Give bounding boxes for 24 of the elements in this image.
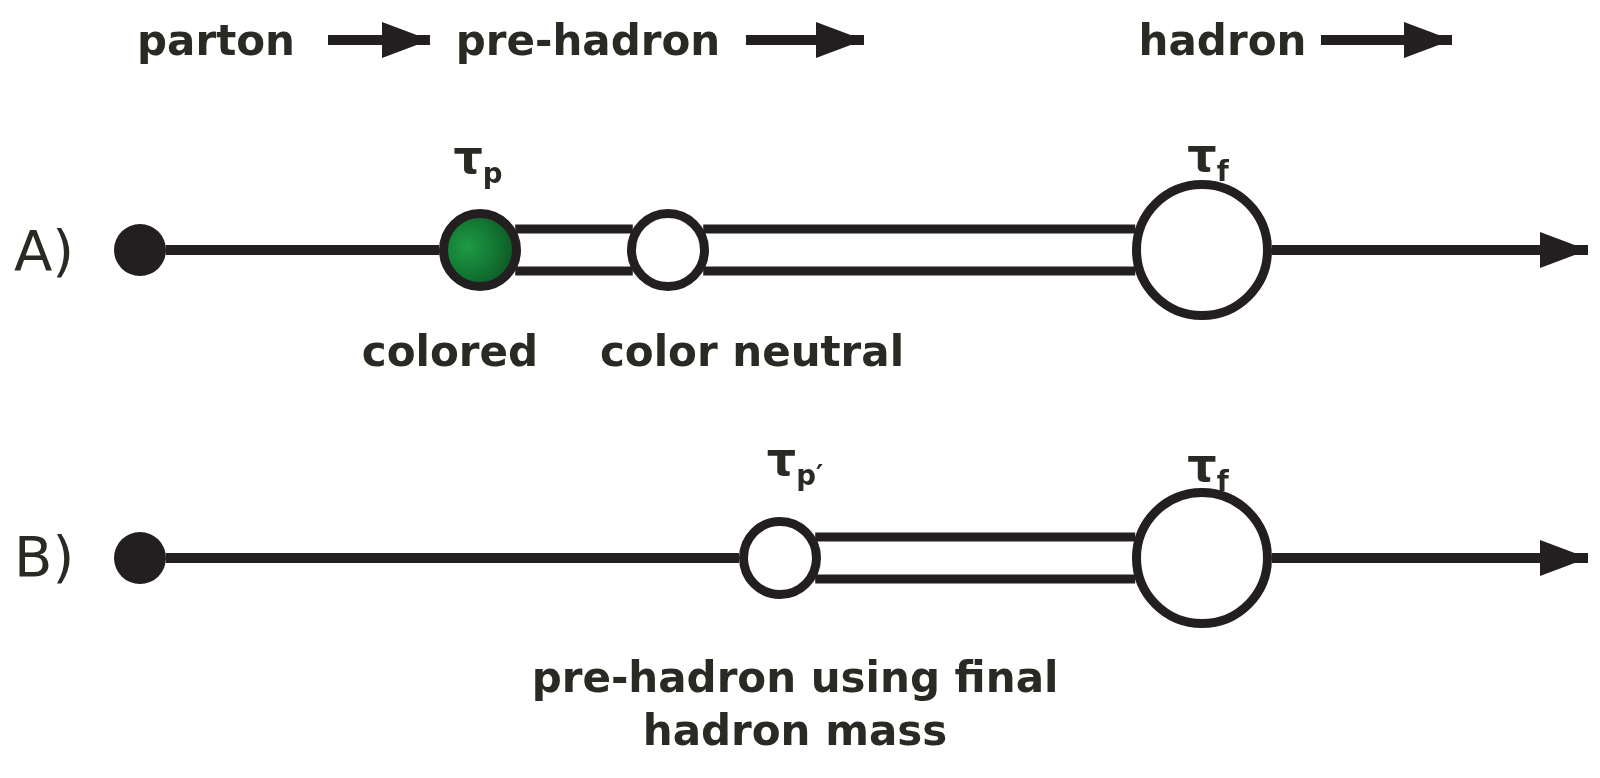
- stage-label: pre-hadron: [455, 15, 721, 65]
- time-label: τ$_{f}$: [1186, 436, 1230, 500]
- time-label: τ$_{p}$: [452, 128, 504, 192]
- line: [166, 245, 439, 255]
- arrow: [1272, 540, 1588, 576]
- stage-label: hadron: [1138, 15, 1307, 65]
- tube-line: [815, 532, 1136, 584]
- stage-label: parton: [137, 15, 295, 65]
- arrow: [328, 22, 430, 58]
- time-label: τ$_{f}$: [1186, 126, 1230, 190]
- tube-line: [703, 224, 1136, 276]
- tube-line: [515, 224, 633, 276]
- time-label: τ$_{p′}$: [765, 430, 825, 494]
- start-dot: [114, 532, 166, 584]
- arrow: [746, 22, 864, 58]
- row-label: A): [14, 217, 75, 283]
- start-dot: [114, 224, 166, 276]
- line: [166, 553, 739, 563]
- note-text: colored: [360, 325, 540, 378]
- arrow: [1272, 232, 1588, 268]
- row-label: B): [14, 523, 75, 589]
- note-text: pre-hadron using final hadron mass: [530, 651, 1060, 756]
- arrow: [1321, 22, 1452, 58]
- note-text: color neutral: [598, 325, 906, 378]
